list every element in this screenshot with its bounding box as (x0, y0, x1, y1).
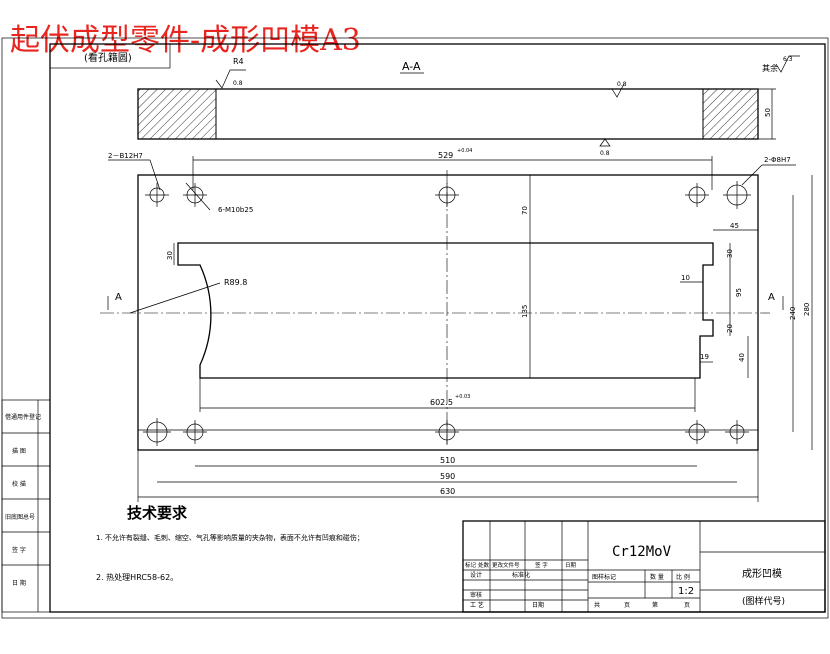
plate-outline (137, 174, 759, 451)
header-date: 日期 (565, 562, 577, 569)
hole-crosshairs (143, 181, 751, 446)
stage-mark-label: 图样标记 (592, 573, 616, 581)
tech-heading: 技术要求 (127, 504, 188, 522)
dim-95: 95 (735, 288, 743, 297)
dim-510: 510 (440, 456, 455, 465)
header-mark: 标记 (465, 561, 477, 569)
side-table-row-4: 旧底图总号 (5, 513, 35, 521)
dim-19: 19 (700, 353, 709, 361)
dim-45: 45 (730, 222, 739, 230)
side-table-row-3: 校 描 (12, 480, 26, 488)
section-body (137, 88, 759, 140)
side-table: 借通用件登记 描 图 校 描 旧底图总号 签 字 日 期 (1, 399, 51, 613)
hole-label-2-8: 2-Φ8H7 (764, 156, 791, 164)
material: Cr12MoV (612, 544, 672, 560)
outer-frame (1, 37, 829, 619)
roughness-rest-icon (775, 55, 800, 73)
inner-frame (49, 43, 826, 613)
roughness-rest-value: 6.3 (783, 56, 793, 63)
dim-30-left: 30 (166, 251, 174, 260)
tech-item-1: 1. 不允许有裂缝、毛刺、缩空、气孔等影响质量的夹杂物，表面不允许有凹痕和碰伤； (96, 533, 364, 542)
total-label: 共 (594, 601, 600, 609)
dim-10: 10 (681, 274, 690, 282)
sheet-label: 第 (652, 601, 658, 609)
dim-section-thickness: 50 (764, 108, 772, 117)
dim-radius: R89.8 (224, 278, 247, 287)
section-mark-left: A (115, 292, 122, 303)
dim-135: 135 (521, 305, 529, 318)
tech-item-2: 2. 热处理HRC58-62。 (96, 572, 178, 582)
dim-280: 280 (803, 303, 811, 316)
reference-label: (看孔籍圆) (84, 51, 132, 64)
reference-box (49, 43, 171, 69)
roughness-symbol-icon (215, 69, 246, 89)
page-unit-a: 页 (624, 602, 630, 609)
side-table-row-5: 签 字 (12, 546, 26, 554)
hole-label-6: 6-M10b25 (218, 206, 253, 214)
dim-40: 40 (738, 353, 746, 362)
section-hatch-left (137, 88, 217, 140)
header-change-doc: 更改文件号 (492, 561, 520, 569)
roughness-mid-icon (611, 83, 625, 98)
roughness-bottom-icon (599, 138, 611, 147)
dim-20: 20 (726, 324, 734, 333)
side-table-row-1: 借通用件登记 (5, 413, 41, 421)
dim-240: 240 (789, 307, 797, 320)
title-block: Cr12MoV 成形凹模 (图样代号) 标记 处数 更改文件号 签 字 日期 设… (462, 520, 826, 613)
roughness-bottom-value: 0.8 (600, 150, 610, 157)
scale-label: 比 例 (676, 573, 690, 581)
section-mark-right: A (768, 292, 775, 303)
review-label: 审核 (470, 591, 482, 599)
title-banner: 起伏成型零件-成形凹模A3 (10, 23, 361, 58)
design-label: 设计 (470, 571, 482, 579)
part-name: 成形凹模 (742, 568, 782, 580)
dim-630: 630 (440, 487, 455, 496)
scale-value: 1:2 (678, 586, 694, 597)
hole-label-2-b12: 2－B12H7 (108, 152, 143, 160)
dim-602: 602.5 (430, 398, 453, 407)
roughness-r4-sub: 0.8 (233, 80, 243, 87)
roughness-rest-label: 其余 (762, 63, 778, 73)
section-hatch-right (702, 88, 759, 140)
dim-590: 590 (440, 472, 455, 481)
side-table-row-6: 日 期 (12, 579, 26, 587)
roughness-r4: R4 (233, 57, 244, 66)
cavity-outline (177, 242, 714, 379)
header-signature: 签 字 (535, 561, 548, 569)
roughness-mid-value: 0.8 (617, 81, 627, 88)
section-label: A-A (402, 60, 421, 73)
side-table-row-2: 描 图 (12, 447, 26, 455)
header-count: 处数 (478, 561, 490, 569)
date-label: 日期 (532, 601, 544, 609)
process-label: 工 艺 (470, 601, 484, 609)
dim-529-tol: +0.04 (457, 148, 472, 154)
quantity-label: 数 量 (650, 573, 664, 581)
dim-30-right: 30 (726, 249, 734, 258)
page-unit-b: 页 (684, 602, 690, 609)
dim-602-tol: +0.03 (455, 394, 470, 400)
dim-70: 70 (521, 206, 529, 215)
standard-label: 标准化 (512, 571, 530, 579)
dim-529: 529 (438, 151, 453, 160)
drawing-code: (图样代号) (742, 595, 785, 607)
